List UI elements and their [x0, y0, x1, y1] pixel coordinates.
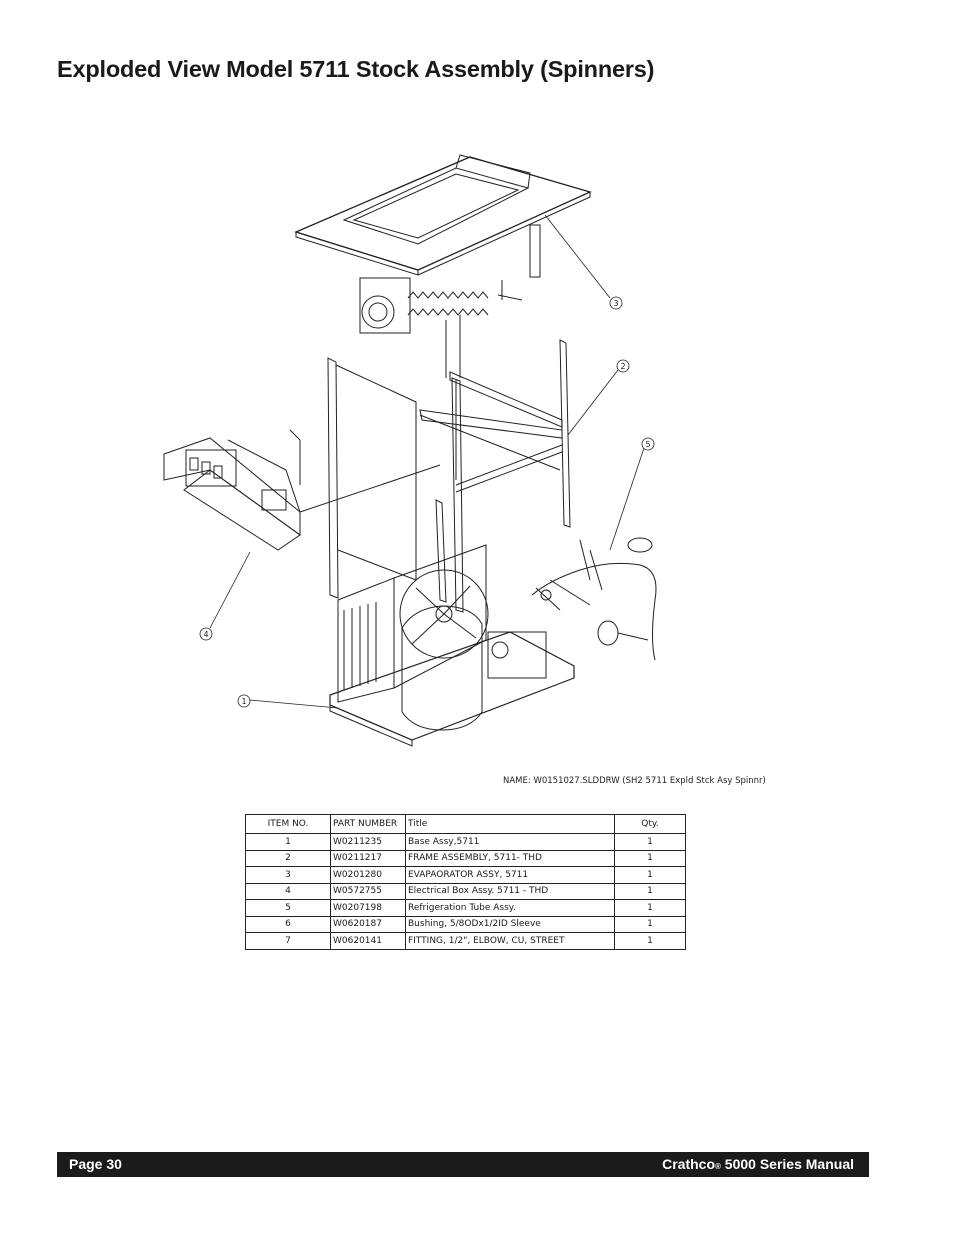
- registered-mark: ®: [715, 1162, 721, 1171]
- cell-item-no: 7: [245, 932, 331, 950]
- page-footer: Page 30 Crathco® 5000 Series Manual: [57, 1152, 869, 1177]
- base-assembly: [329, 544, 575, 747]
- header-qty: Qty.: [614, 814, 686, 834]
- drawing-file-name: NAME: W0151027.SLDDRW (SH2 5711 Expld St…: [503, 776, 766, 786]
- cell-item-no: 5: [245, 899, 331, 917]
- callout-5: 5: [641, 437, 655, 451]
- cell-qty: 1: [614, 849, 686, 867]
- cell-qty: 1: [614, 932, 686, 950]
- evaporator-assembly: [294, 154, 592, 334]
- header-part-number: PART NUMBER: [330, 814, 406, 834]
- cell-item-no: 1: [245, 833, 331, 851]
- cell-item-no: 4: [245, 882, 331, 900]
- cell-qty: 1: [614, 915, 686, 933]
- cell-title: FITTING, 1/2", ELBOW, CU, STREET: [405, 932, 615, 950]
- cell-part-number: W0572755: [330, 882, 406, 900]
- cell-qty: 1: [614, 866, 686, 884]
- callout-2: 2: [616, 359, 630, 373]
- svg-text:5: 5: [645, 440, 650, 449]
- table-header-row: ITEM NO. PART NUMBER Title Qty.: [245, 814, 686, 834]
- cell-item-no: 6: [245, 915, 331, 933]
- callout-4: 4: [199, 627, 213, 641]
- cell-title: Electrical Box Assy. 5711 - THD: [405, 882, 615, 900]
- cell-part-number: W0620141: [330, 932, 406, 950]
- exploded-view-diagram: 3 2 5 4 1: [163, 154, 657, 747]
- cell-title: EVAPAORATOR ASSY, 5711: [405, 866, 615, 884]
- cell-qty: 1: [614, 899, 686, 917]
- cell-part-number: W0211217: [330, 849, 406, 867]
- page-title: Exploded View Model 5711 Stock Assembly …: [57, 56, 655, 82]
- cell-qty: 1: [614, 833, 686, 851]
- callout-3: 3: [609, 296, 623, 310]
- cell-part-number: W0211235: [330, 833, 406, 851]
- cell-title: FRAME ASSEMBLY, 5711- THD: [405, 849, 615, 867]
- electrical-box: [163, 429, 441, 551]
- cell-title: Refrigeration Tube Assy.: [405, 899, 615, 917]
- frame-assembly: [327, 315, 571, 613]
- series-title: 5000 Series Manual: [720, 1156, 854, 1172]
- svg-text:4: 4: [203, 630, 208, 639]
- header-title: Title: [405, 814, 615, 834]
- refrigeration-tube-assembly: [531, 537, 657, 661]
- cell-part-number: W0207198: [330, 899, 406, 917]
- cell-part-number: W0201280: [330, 866, 406, 884]
- cell-qty: 1: [614, 882, 686, 900]
- svg-text:2: 2: [620, 362, 625, 371]
- cell-title: Base Assy,5711: [405, 833, 615, 851]
- cell-item-no: 3: [245, 866, 331, 884]
- svg-text:3: 3: [613, 299, 618, 308]
- page-number: Page 30: [69, 1156, 122, 1172]
- manual-title: Crathco® 5000 Series Manual: [662, 1156, 854, 1172]
- header-item-no: ITEM NO.: [245, 814, 331, 834]
- cell-part-number: W0620187: [330, 915, 406, 933]
- callout-1: 1: [237, 694, 251, 708]
- brand-name: Crathco: [662, 1156, 716, 1172]
- cell-item-no: 2: [245, 849, 331, 867]
- cell-title: Bushing, 5/8ODx1/2ID Sleeve: [405, 915, 615, 933]
- leader-lines: [209, 214, 645, 709]
- svg-text:1: 1: [241, 697, 246, 706]
